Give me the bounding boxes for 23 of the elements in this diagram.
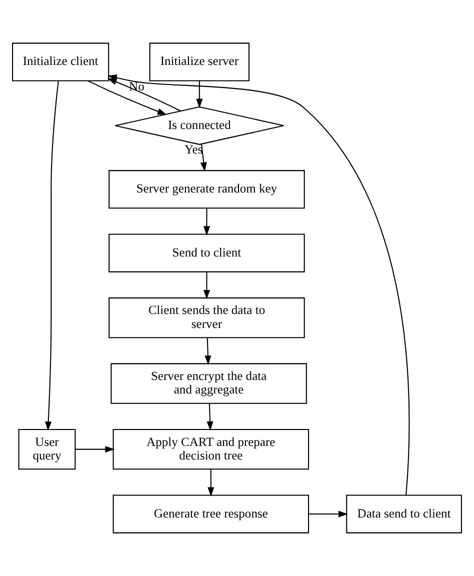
node-box: Server encrypt the data and aggregate: [110, 363, 307, 404]
node-box: Client sends the data to server: [108, 297, 305, 338]
arrow: [203, 208, 210, 236]
arrow: [204, 338, 212, 365]
arrow: [200, 144, 207, 172]
node-box: Apply CART and prepare decision tree: [112, 428, 310, 470]
node-box: User query: [18, 428, 76, 470]
node-box: Initialize server: [149, 42, 250, 82]
arrow: [75, 446, 115, 453]
arrow: [88, 80, 167, 115]
node-box: Server generate random key: [108, 170, 305, 209]
arrow: [208, 469, 214, 497]
node-box: Data send to client: [346, 494, 462, 534]
arrow: [45, 80, 59, 431]
arrow: [206, 404, 214, 431]
edge-label: No: [129, 80, 144, 94]
node-box: Generate tree response: [112, 494, 310, 534]
arrow: [196, 80, 203, 108]
node-box: Send to client: [108, 234, 305, 272]
arrow: [203, 272, 210, 300]
edge-label: Yes: [184, 142, 203, 157]
arrow: [308, 510, 348, 518]
node-box: Initialize client: [12, 42, 110, 82]
